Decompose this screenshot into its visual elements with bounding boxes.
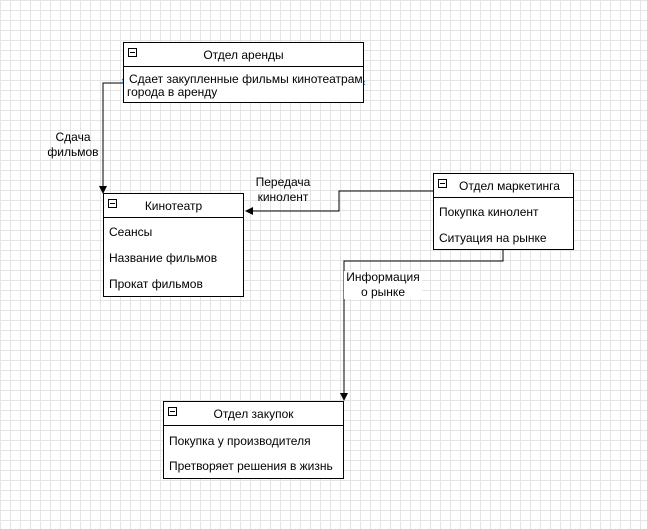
entity-marketing-header[interactable]: Отдел маркетинга xyxy=(434,174,573,198)
edge-label-film-transfer: Передача кинолент xyxy=(248,176,318,204)
entity-purchasing-header[interactable]: Отдел закупок xyxy=(164,402,343,426)
edge-label-film-delivery: Сдача фильмов xyxy=(44,131,102,159)
entity-rental-description-line1: Сдает закупленные фильмы кинотеатрам xyxy=(129,73,363,86)
entity-cinema[interactable]: Кинотеатр Сеансы Название фильмов Прокат… xyxy=(103,193,244,297)
edge-market-info[interactable] xyxy=(340,249,504,401)
entity-cinema-title: Кинотеатр xyxy=(144,199,203,213)
collapse-icon[interactable] xyxy=(108,199,117,208)
collapse-icon[interactable] xyxy=(168,407,177,416)
edge-label-line: Сдача xyxy=(55,130,91,144)
entity-rental-department[interactable]: Отдел аренды Сдает закупленные фильмы ки… xyxy=(123,42,364,103)
entity-cinema-field: Название фильмов xyxy=(109,251,218,265)
entity-rental-description-line2: города в аренду xyxy=(127,85,218,99)
edge-label-line: кинолент xyxy=(257,190,309,204)
entity-marketing-field: Покупка кинолент xyxy=(439,205,539,219)
collapse-icon[interactable] xyxy=(438,179,447,188)
entity-purchasing-title: Отдел закупок xyxy=(213,407,294,421)
entity-marketing-title: Отдел маркетинга xyxy=(459,179,560,193)
entity-purchasing-field: Претворяет решения в жизнь xyxy=(169,459,333,473)
entity-cinema-header[interactable]: Кинотеатр xyxy=(104,194,243,218)
entity-rental-title: Отдел аренды xyxy=(203,48,284,62)
entity-cinema-field: Сеансы xyxy=(109,225,153,239)
edge-label-market-info: Информация о рынке xyxy=(344,271,422,299)
entity-cinema-field: Прокат фильмов xyxy=(109,277,203,291)
entity-purchasing-department[interactable]: Отдел закупок Покупка у производителя Пр… xyxy=(163,401,344,479)
edge-film-transfer[interactable] xyxy=(245,190,433,215)
edge-label-line: о рынке xyxy=(361,285,405,299)
edge-label-line: Передача xyxy=(255,175,311,189)
edge-label-line: фильмов xyxy=(47,145,99,159)
entity-rental-header[interactable]: Отдел аренды xyxy=(124,43,363,67)
entity-marketing-department[interactable]: Отдел маркетинга Покупка кинолент Ситуац… xyxy=(433,173,574,250)
collapse-icon[interactable] xyxy=(128,48,137,57)
edge-film-delivery[interactable] xyxy=(99,82,124,194)
edge-label-line: Информация xyxy=(346,270,420,284)
entity-purchasing-field: Покупка у производителя xyxy=(169,434,311,448)
entity-marketing-field: Ситуация на рынке xyxy=(439,231,547,245)
